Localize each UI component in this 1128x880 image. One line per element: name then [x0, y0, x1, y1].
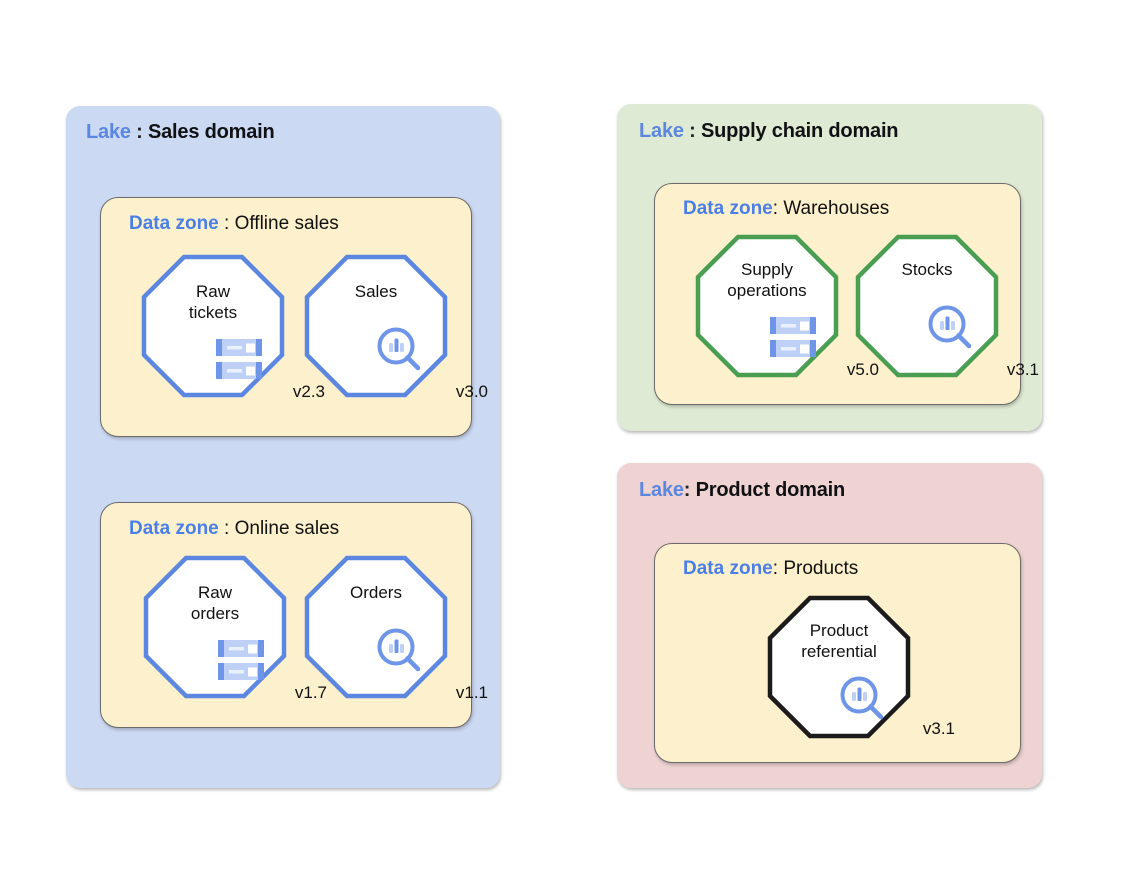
asset-raw-orders[interactable]: Raw orders — [143, 555, 327, 702]
asset-product-referential[interactable]: Product referential v3.1 — [767, 595, 955, 739]
asset-raw-orders-version: v1.7 — [294, 683, 327, 702]
octagon-shape-blue — [143, 555, 287, 699]
data-zone-online-sales: Data zone : Online sales Raw orders — [100, 502, 488, 728]
data-zone-name: Warehouses — [783, 198, 890, 219]
lake-keyword: Lake — [639, 120, 684, 142]
asset-raw-tickets-version: v2.3 — [292, 382, 325, 401]
lake-name: Sales domain — [147, 121, 275, 143]
data-zone-products: Data zone: Products Product referential — [654, 543, 1021, 763]
lake-sales-domain: Lake : Sales domain Data zone : Offline … — [66, 106, 500, 788]
data-zone-name: Online sales — [234, 518, 340, 539]
asset-raw-tickets[interactable]: Raw tickets — [141, 254, 325, 401]
data-zone-online-sales-title: Data zone : Online sales — [129, 518, 339, 540]
data-zone-name: Products — [783, 558, 859, 579]
data-zone-products-title: Data zone: Products — [683, 558, 858, 580]
data-zone-separator: : — [772, 558, 784, 579]
data-zone-warehouses-title: Data zone: Warehouses — [683, 198, 889, 220]
lake-separator: : — [683, 120, 701, 142]
data-zone-keyword: Data zone — [129, 518, 219, 539]
data-zone-offline-sales-title: Data zone : Offline sales — [129, 213, 339, 235]
lake-sales-title: Lake : Sales domain — [86, 121, 275, 144]
data-zone-separator: : — [772, 198, 784, 219]
data-zone-offline-sales: Data zone : Offline sales Raw tickets — [100, 197, 488, 437]
lake-product-title: Lake: Product domain — [639, 479, 845, 502]
data-zone-keyword: Data zone — [683, 558, 773, 579]
data-zone-warehouses: Data zone: Warehouses Supply operations — [654, 183, 1039, 405]
lake-separator: : — [130, 121, 148, 143]
data-zone-keyword: Data zone — [683, 198, 773, 219]
data-zone-keyword: Data zone — [129, 213, 219, 234]
lake-keyword: Lake — [86, 121, 131, 143]
asset-sales-version: v3.0 — [455, 382, 488, 401]
asset-stocks[interactable]: Stocks v3.1 — [855, 234, 1039, 379]
lake-keyword: Lake — [639, 479, 684, 501]
lake-product-domain: Lake: Product domain Data zone: Products… — [617, 463, 1042, 788]
asset-sales[interactable]: Sales v3.0 — [304, 254, 488, 401]
asset-product-referential-version: v3.1 — [922, 719, 955, 738]
asset-orders-version: v1.1 — [455, 683, 488, 702]
octagon-shape-blue — [141, 254, 285, 398]
lake-supply-chain-title: Lake : Supply chain domain — [639, 120, 899, 143]
lake-name: Supply chain domain — [700, 120, 899, 142]
data-zone-separator: : — [218, 518, 235, 539]
lake-separator: : — [683, 479, 696, 501]
asset-supply-operations[interactable]: Supply operations — [695, 234, 879, 379]
asset-stocks-version: v3.1 — [1006, 360, 1039, 379]
lake-name: Product domain — [695, 479, 846, 501]
data-zone-separator: : — [218, 213, 235, 234]
asset-orders[interactable]: Orders v1.1 — [304, 555, 488, 702]
data-zone-name: Offline sales — [234, 213, 339, 234]
asset-supply-operations-version: v5.0 — [846, 360, 879, 379]
lake-supply-chain-domain: Lake : Supply chain domain Data zone: Wa… — [617, 104, 1042, 431]
